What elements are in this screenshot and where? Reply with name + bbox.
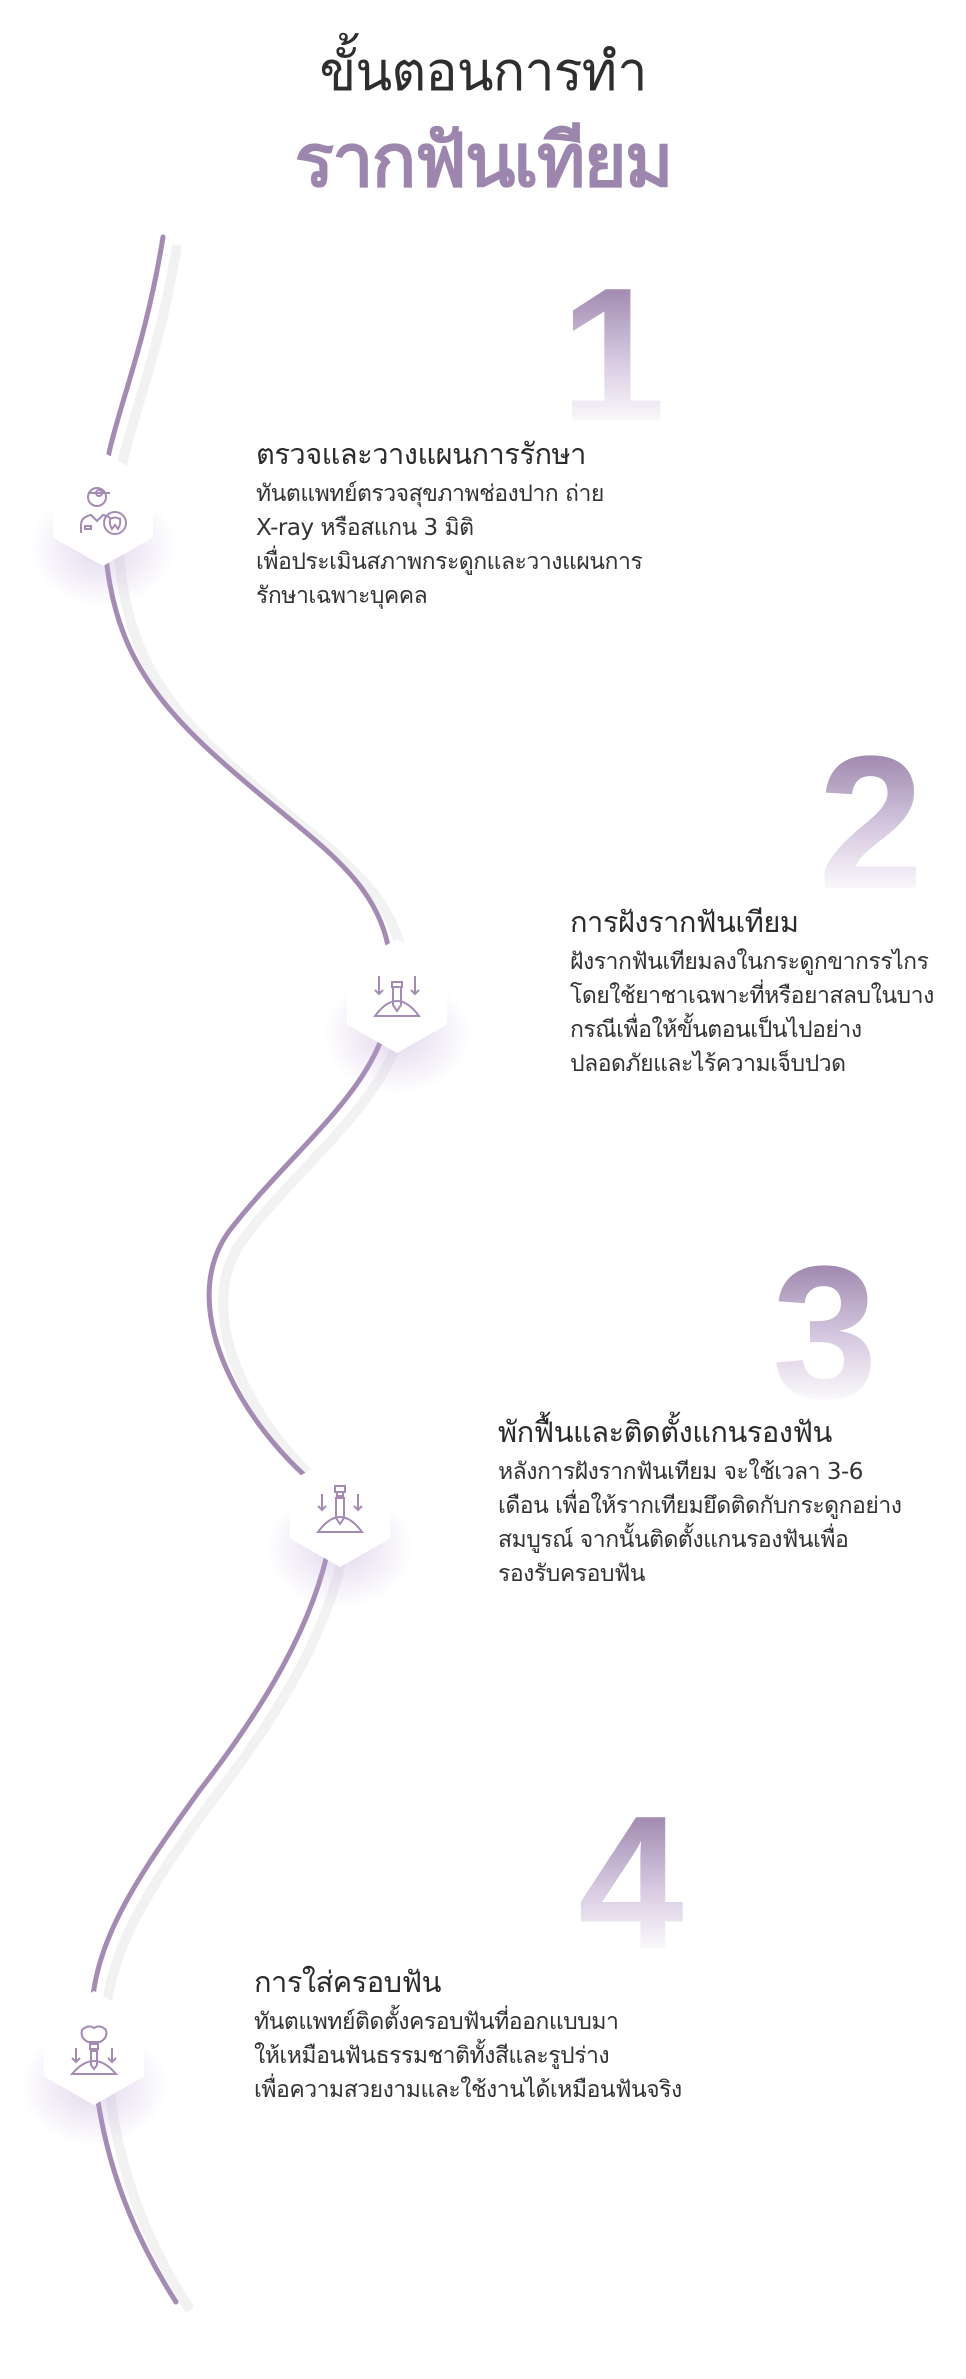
description-line: โดยใช้ยาชาเฉพาะที่หรือยาสลบในบาง xyxy=(570,983,934,1009)
dentist-tooth-icon xyxy=(80,487,127,535)
step-title: การฝังรากฟันเทียม xyxy=(570,905,799,939)
description-line: ปลอดภัยและไร้ความเจ็บปวด xyxy=(570,1051,846,1077)
implant-insertion-icon xyxy=(373,976,421,1017)
step-2-hexagon xyxy=(317,939,477,1099)
description-line: ทันตแพทย์ตรวจสุขภาพช่องปาก ถ่าย xyxy=(256,481,604,507)
description-line: รองรับครอบฟัน xyxy=(498,1561,646,1587)
description-line: X-ray หรือสแกน 3 มิติ xyxy=(256,515,474,541)
description-line: ฝังรากฟันเทียมลงในกระดูกขากรรไกร xyxy=(570,949,929,975)
description-line: เพื่อประเมินสภาพกระดูกและวางแผนการ xyxy=(256,549,643,575)
step-title: ตรวจและวางแผนการรักษา xyxy=(256,437,586,471)
step-1-hexagon xyxy=(23,452,183,612)
description-line: รักษาเฉพาะบุคคล xyxy=(256,583,428,609)
implant-abutment-icon xyxy=(316,1485,364,1533)
description-line: เดือน เพื่อให้รากเทียมยึดติดกับกระดูกอย่… xyxy=(498,1493,902,1519)
step-description: ทันตแพทย์ติดตั้งครอบฟันที่ออกแบบมา ให้เห… xyxy=(254,2005,682,2107)
step-3: พักฟื้นและติดตั้งแกนรองฟัน หลังการฝังราก… xyxy=(498,1413,902,1591)
description-line: สมบูรณ์ จากนั้นติดตั้งแกนรองฟันเพื่อ xyxy=(498,1527,849,1553)
step-number-1: 1 xyxy=(560,249,666,461)
page-title-line2: รากฟันเทียม xyxy=(294,118,673,204)
description-line: เพื่อความสวยงามและใช้งานได้เหมือนฟันจริง xyxy=(254,2077,682,2103)
step-description: หลังการฝังรากฟันเทียม จะใช้เวลา 3-6 เดือ… xyxy=(498,1455,902,1591)
step-1: ตรวจและวางแผนการรักษา ทันตแพทย์ตรวจสุขภา… xyxy=(256,435,643,613)
page-title-line1: ขั้นตอนการทำ xyxy=(319,40,647,103)
description-line: ทันตแพทย์ติดตั้งครอบฟันที่ออกแบบมา xyxy=(254,2009,619,2035)
step-4-hexagon xyxy=(14,1991,174,2151)
step-2: การฝังรากฟันเทียม ฝังรากฟันเทียมลงในกระด… xyxy=(570,903,934,1081)
step-description: ฝังรากฟันเทียมลงในกระดูกขากรรไกร โดยใช้ย… xyxy=(570,945,934,1081)
step-number-2: 2 xyxy=(818,717,924,929)
description-line: ให้เหมือนฟันธรรมชาติทั้งสีและรูปร่าง xyxy=(254,2043,610,2069)
step-number-4: 4 xyxy=(578,1777,684,1989)
description-line: หลังการฝังรากฟันเทียม จะใช้เวลา 3-6 xyxy=(498,1459,863,1485)
step-3-hexagon xyxy=(260,1453,420,1613)
step-title: พักฟื้นและติดตั้งแกนรองฟัน xyxy=(498,1415,832,1449)
description-line: กรณีเพื่อให้ขั้นตอนเป็นไปอย่าง xyxy=(570,1017,862,1043)
step-4: การใส่ครอบฟัน ทันตแพทย์ติดตั้งครอบฟันที่… xyxy=(254,1963,682,2107)
step-description: ทันตแพทย์ตรวจสุขภาพช่องปาก ถ่าย X-ray หร… xyxy=(256,477,643,613)
step-title: การใส่ครอบฟัน xyxy=(254,1965,441,1999)
crown-implant-icon xyxy=(69,2025,119,2075)
step-number-3: 3 xyxy=(772,1227,878,1439)
